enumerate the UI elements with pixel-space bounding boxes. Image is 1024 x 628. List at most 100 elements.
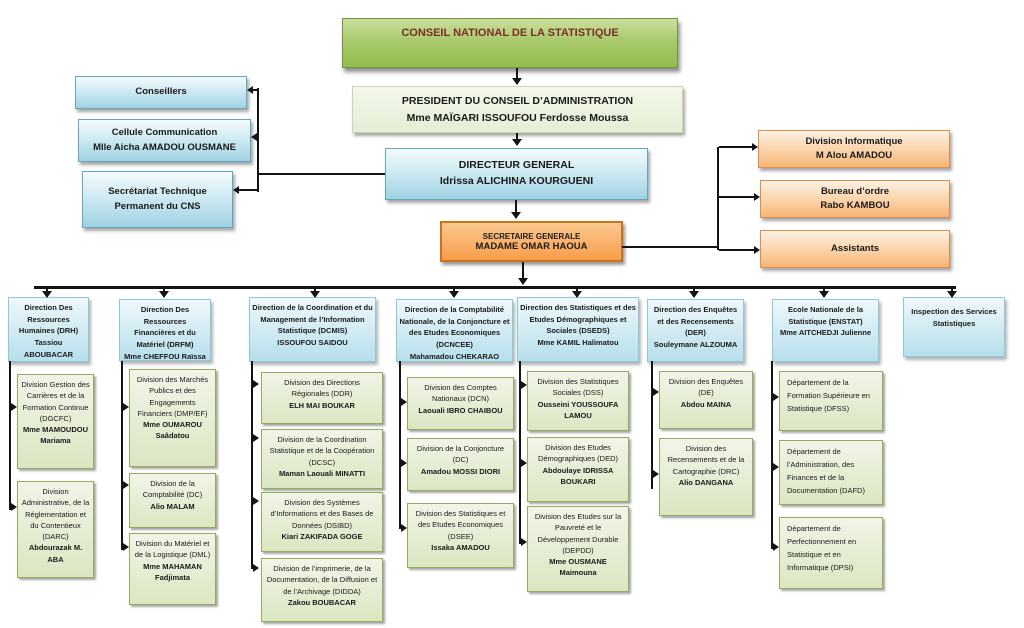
node-direction-dcncee: Direction de la Comptabilité Nationale, … bbox=[396, 299, 513, 362]
arrow-right-icon bbox=[123, 543, 129, 551]
node-direction-drfm: Direction Des Ressources Financières et … bbox=[119, 299, 211, 361]
node-title: DIRECTEUR GENERAL bbox=[458, 159, 575, 172]
node-person-name: Mlle Aicha AMADOU OUSMANE bbox=[93, 141, 236, 153]
arrow-left-icon bbox=[251, 133, 257, 141]
node-person-name: Tassiou ABOUBACAR bbox=[23, 337, 74, 359]
connector-line bbox=[251, 361, 253, 569]
node-title: Inspection des Services Statistiques bbox=[911, 307, 997, 328]
node-title: Direction de la Coordination et du Manag… bbox=[252, 303, 373, 336]
node-direction-dseds: Direction des Statistiques et des Etudes… bbox=[517, 297, 639, 362]
arrow-right-icon bbox=[11, 403, 17, 411]
division-person-name: Kiari ZAKIFADA GOGE bbox=[281, 531, 363, 541]
division-title: Division des Statistiques et des Etudes … bbox=[415, 509, 506, 541]
node-title: Direction des Enquêtes et des Recensemen… bbox=[653, 305, 738, 338]
node-division-drc: Division des Recensements et de la Carto… bbox=[659, 438, 753, 516]
division-title: Division des Etudes sur la Pauvreté et l… bbox=[534, 512, 622, 555]
node-title: Direction de la Comptabilité Nationale, … bbox=[399, 305, 510, 349]
node-person-name: MADAME OMAR HAOUA bbox=[475, 240, 588, 252]
node-title: Cellule Communication bbox=[111, 127, 218, 139]
division-title: Département de l’Administration, des Fin… bbox=[787, 447, 865, 496]
connector-line bbox=[717, 147, 719, 250]
connector-line bbox=[516, 68, 518, 80]
arrow-down-icon bbox=[42, 291, 52, 298]
division-person-name: Alio MALAM bbox=[150, 501, 195, 511]
node-title: Bureau d’ordre bbox=[820, 185, 890, 197]
node-title: Secrétariat Technique Permanent du CNS bbox=[108, 186, 207, 212]
node-title: PRESIDENT DU CONSEIL D’ADMINISTRATION bbox=[401, 94, 634, 107]
node-title: Conseillers bbox=[135, 86, 187, 98]
arrow-right-icon bbox=[123, 403, 129, 411]
arrow-down-icon bbox=[512, 139, 522, 146]
arrow-left-icon bbox=[247, 86, 253, 94]
arrow-right-icon bbox=[773, 393, 779, 401]
division-person-name: Mme OUMAROU Saâdatou bbox=[143, 420, 202, 441]
arrow-right-icon bbox=[752, 143, 758, 151]
arrow-down-icon bbox=[449, 291, 459, 298]
division-person-name: Alio DANGANA bbox=[678, 477, 734, 487]
node-title: Direction Des Ressources Humaines (DRH) bbox=[18, 303, 79, 336]
arrow-right-icon bbox=[754, 193, 760, 201]
connector-line bbox=[622, 246, 719, 248]
connector-line bbox=[771, 361, 773, 549]
node-departement-dafd: Département de l’Administration, des Fin… bbox=[779, 440, 883, 505]
arrow-right-icon bbox=[11, 503, 17, 511]
division-title: Division des Recensements et de la Carto… bbox=[667, 444, 745, 476]
node-division-dc-comptabilite: Division de la Comptabilité (DC) Alio MA… bbox=[129, 473, 216, 528]
division-title: Département de Perfectionnement en Stati… bbox=[787, 524, 857, 573]
connector-line bbox=[257, 88, 259, 192]
node-person-name: Rabo KAMBOU bbox=[820, 200, 890, 211]
node-assistants: Assistants bbox=[760, 230, 950, 268]
node-division-dml: Division du Matériel et de la Logistique… bbox=[129, 533, 216, 605]
division-person-name: Abdou MAINA bbox=[680, 399, 732, 409]
arrow-right-icon bbox=[773, 463, 779, 471]
arrow-left-icon bbox=[233, 186, 239, 194]
arrow-right-icon bbox=[123, 481, 129, 489]
division-person-name: Ousseini YOUSSOUFA LAMOU bbox=[537, 399, 619, 420]
node-person-name: Idrissa ALICHINA KOURGUENI bbox=[439, 175, 594, 187]
connector-line bbox=[399, 361, 401, 529]
node-division-dc-conjoncture: Division de la Conjoncture (DC) Amadou M… bbox=[407, 438, 514, 491]
connector-line bbox=[719, 249, 754, 251]
arrow-down-icon bbox=[310, 291, 320, 298]
node-title: Ecole Nationale de la Statistique (ENSTA… bbox=[787, 305, 864, 326]
division-title: Division de la Conjoncture (DC) bbox=[416, 444, 505, 465]
arrow-right-icon bbox=[253, 497, 259, 505]
arrow-right-icon bbox=[253, 380, 259, 388]
division-title: Division des Enquêtes (DE) bbox=[668, 377, 744, 398]
node-division-dmpef: Division des Marchés Publics et des Enga… bbox=[129, 369, 216, 467]
node-division-dgcfc: Division Gestion des Carrières et de la … bbox=[17, 374, 94, 469]
division-person-name: Zakou BOUBACAR bbox=[288, 597, 356, 607]
node-title: CONSEIL NATIONAL DE LA STATISTIQUE bbox=[401, 27, 619, 39]
node-departement-dpsi: Département de Perfectionnement en Stati… bbox=[779, 517, 883, 589]
division-title: Division de la Coordination Statistique … bbox=[269, 435, 375, 467]
node-cellule-communication: Cellule Communication Mlle Aicha AMADOU … bbox=[78, 119, 251, 162]
node-division-informatique: Division Informatique M Alou AMADOU bbox=[758, 130, 950, 168]
division-person-name: Maman Laouali MINATTI bbox=[278, 468, 366, 478]
node-direction-der: Direction des Enquêtes et des Recensemen… bbox=[647, 299, 744, 362]
connector-line bbox=[719, 196, 754, 198]
division-title: Division de l’imprimerie, de la Document… bbox=[266, 564, 378, 596]
node-bureau-ordre: Bureau d’ordre Rabo KAMBOU bbox=[760, 180, 950, 218]
connector-line bbox=[258, 173, 385, 175]
arrow-right-icon bbox=[521, 538, 527, 546]
node-person-name: Mme MAÏGARI ISSOUFOU Ferdosse Moussa bbox=[406, 111, 629, 124]
connector-line bbox=[522, 262, 524, 280]
node-person-name: Mme KAMIL Halimatou bbox=[537, 337, 619, 347]
node-division-ddr: Division des Directions Régionales (DDR)… bbox=[261, 372, 383, 424]
node-person-name: ISSOUFOU SAIDOU bbox=[277, 337, 348, 347]
node-president-conseil-administration: PRESIDENT DU CONSEIL D’ADMINISTRATION Mm… bbox=[352, 86, 683, 133]
connector-line bbox=[9, 361, 11, 510]
division-person-name: Abdourazak M. ABA bbox=[28, 543, 83, 564]
division-person-name: Issaka AMADOU bbox=[431, 542, 490, 552]
node-title: Direction des Statistiques et des Etudes… bbox=[520, 303, 636, 336]
division-title: Division du Matériel et de la Logistique… bbox=[134, 539, 211, 560]
arrow-right-icon bbox=[653, 470, 659, 478]
node-direction-dcmis: Direction de la Coordination et du Manag… bbox=[249, 297, 376, 362]
arrow-down-icon bbox=[511, 212, 521, 219]
arrow-right-icon bbox=[754, 246, 760, 254]
arrow-right-icon bbox=[253, 564, 259, 572]
node-conseil-national: CONSEIL NATIONAL DE LA STATISTIQUE bbox=[342, 18, 678, 68]
arrow-down-icon bbox=[159, 291, 169, 298]
arrow-right-icon bbox=[521, 459, 527, 467]
node-person-name: Souleymane ALZOUMA bbox=[653, 339, 738, 349]
